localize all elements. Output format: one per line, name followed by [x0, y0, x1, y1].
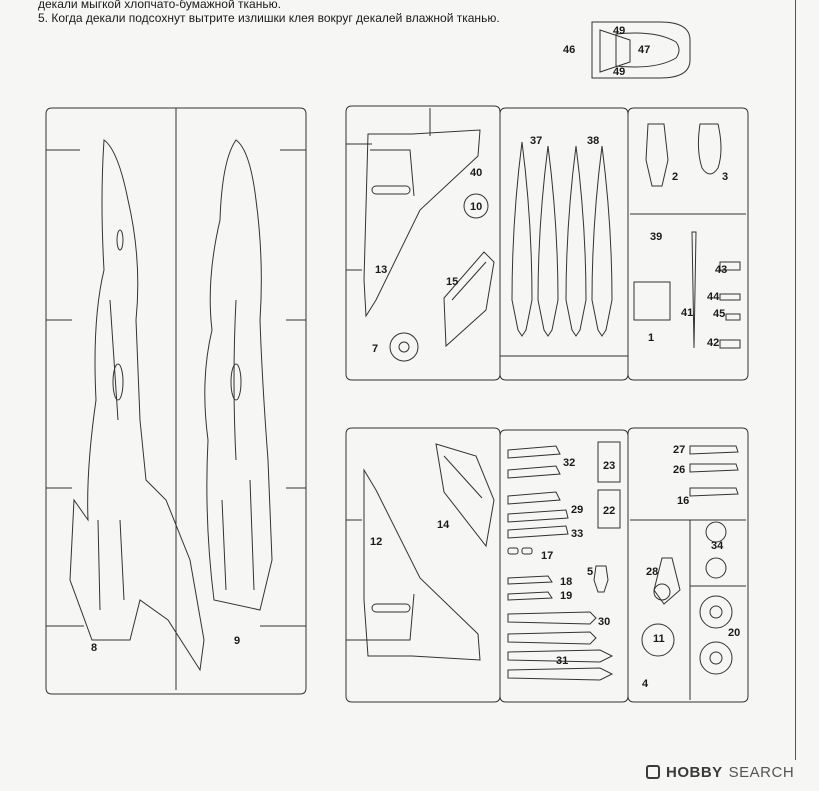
parts-42-45	[719, 261, 741, 349]
sprue-frame-missiles-upper	[499, 107, 629, 381]
part-label-26: 26	[673, 464, 686, 476]
part-label-4: 4	[642, 678, 649, 690]
watermark: HOBBY SEARCH	[646, 763, 795, 781]
part-label-47: 47	[638, 44, 651, 56]
part-label-38: 38	[587, 135, 600, 147]
sprue-frame-missiles-lower	[499, 429, 629, 703]
missiles-30-31	[507, 611, 614, 681]
part-label-14: 14	[437, 519, 450, 531]
part-41	[691, 231, 697, 349]
part-label-30: 30	[598, 616, 611, 628]
wing-part-12	[363, 468, 481, 661]
gear-leg-28	[653, 557, 681, 605]
part-label-41: 41	[681, 307, 694, 319]
part-label-13: 13	[375, 264, 388, 276]
part-5	[593, 565, 609, 593]
part-label-3: 3	[722, 171, 729, 183]
watermark-logo-icon	[646, 765, 660, 779]
sprue-frame-fuselage	[45, 107, 307, 695]
part-label-16: 16	[677, 495, 690, 507]
instruction-line-2: 5. Когда декали подсохнут вытрите излишк…	[38, 11, 500, 25]
part-label-15: 15	[446, 276, 459, 288]
missile-38	[565, 145, 613, 337]
watermark-brand: HOBBY	[666, 763, 723, 781]
part-label-2: 2	[672, 171, 679, 183]
part-label-34: 34	[711, 540, 724, 552]
part-3	[697, 123, 722, 175]
part-label-29: 29	[571, 504, 584, 516]
instruction-line-1: декали мыгкой хлопчато-бумажной тканью.	[38, 0, 281, 11]
part-label-23: 23	[603, 460, 616, 472]
part-label-20: 20	[728, 627, 741, 639]
part-label-28: 28	[646, 566, 659, 578]
watermark-brand-2: SEARCH	[728, 763, 795, 781]
part-label-44: 44	[707, 291, 720, 303]
part-label-10: 10	[470, 201, 483, 213]
sprue-frame-small-parts-upper	[627, 107, 749, 381]
part-label-7: 7	[372, 343, 379, 355]
part-label-43: 43	[715, 264, 728, 276]
part-label-5: 5	[587, 566, 594, 578]
part-label-46: 46	[563, 44, 576, 56]
wing-part-15	[443, 251, 495, 348]
parts-16-27	[689, 445, 739, 497]
wheels-20	[699, 595, 733, 675]
part-1	[633, 281, 671, 321]
part-label-32: 32	[563, 457, 576, 469]
part-label-17: 17	[541, 550, 554, 562]
part-label-11: 11	[653, 633, 665, 645]
part-label-9: 9	[234, 635, 241, 647]
part-label-33: 33	[571, 528, 584, 540]
part-label-8: 8	[91, 642, 98, 654]
part-label-40: 40	[470, 167, 483, 179]
wheels-34	[705, 521, 727, 579]
page-margin-rule	[795, 0, 796, 760]
canopy-part-47	[591, 21, 691, 79]
part-label-49-top: 49	[613, 25, 626, 37]
parts-17-19	[507, 547, 553, 601]
wing-part-13	[363, 129, 481, 318]
part-label-18: 18	[560, 576, 573, 588]
part-label-37: 37	[530, 135, 543, 147]
part-label-39: 39	[650, 231, 663, 243]
part-2	[645, 123, 669, 187]
part-label-27: 27	[673, 444, 686, 456]
pylons-32-33	[507, 445, 569, 539]
sprue-frame-wings-upper	[345, 105, 501, 381]
missile-37	[511, 141, 559, 337]
part-label-42: 42	[707, 337, 720, 349]
wheel-part-7	[389, 332, 419, 362]
fuselage-half-8	[69, 139, 205, 672]
wing-part-14	[435, 443, 495, 548]
part-label-31: 31	[556, 655, 569, 667]
sprue-frame-small-parts-lower	[627, 427, 749, 703]
part-11	[641, 623, 675, 657]
part-label-22: 22	[603, 505, 616, 517]
part-label-12: 12	[370, 536, 383, 548]
part-label-1: 1	[648, 332, 655, 344]
fuselage-half-9	[204, 139, 273, 611]
sprue-frame-wings-lower	[345, 427, 501, 703]
part-label-49-bottom: 49	[613, 66, 626, 78]
part-10	[463, 193, 489, 219]
part-label-45: 45	[713, 308, 726, 320]
part-label-19: 19	[560, 590, 573, 602]
